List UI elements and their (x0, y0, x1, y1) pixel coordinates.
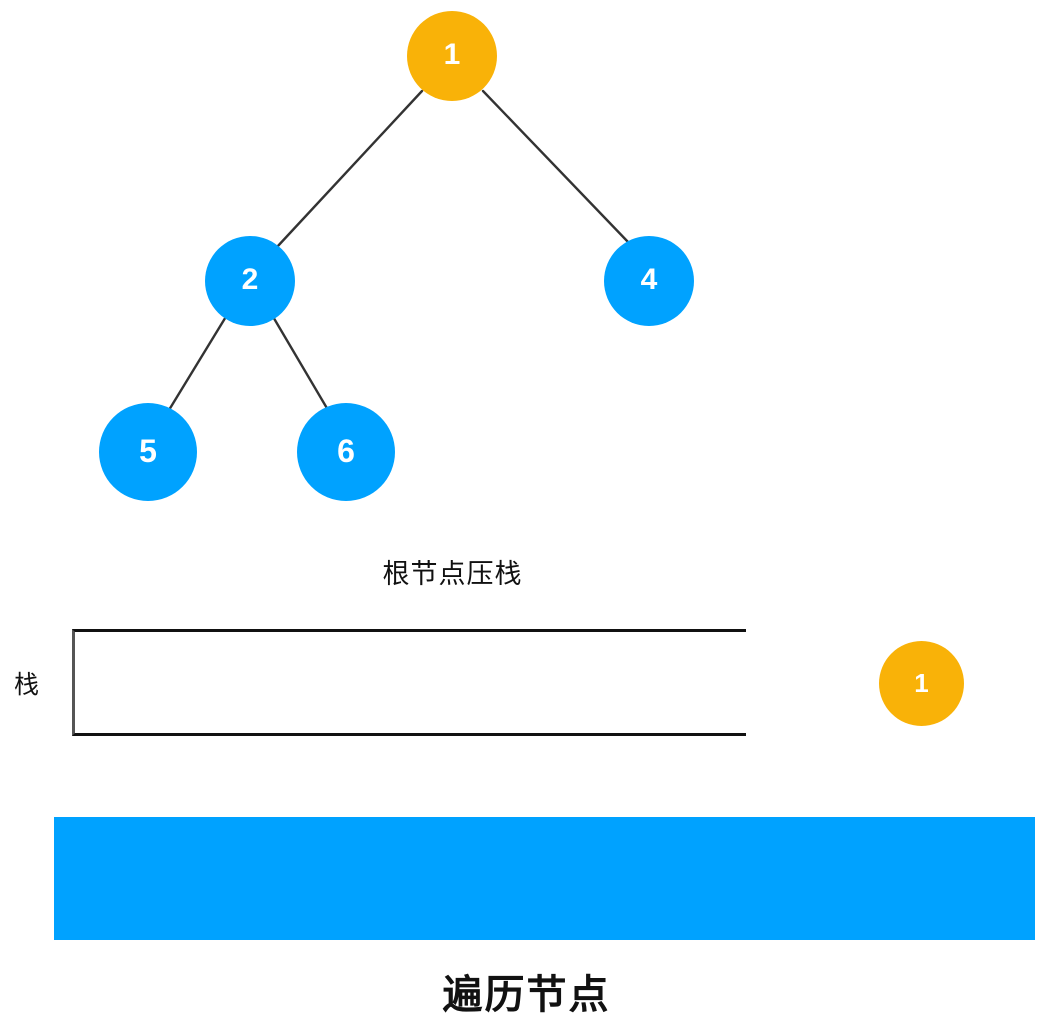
edge-2-to-6 (270, 313, 330, 412)
tree-node-5-label: 5 (139, 433, 157, 469)
tree-node-1[interactable]: 1 (407, 11, 497, 101)
pending-node-1[interactable]: 1 (879, 641, 964, 726)
tree-node-4[interactable]: 4 (604, 236, 694, 326)
edge-1-to-4 (481, 89, 631, 245)
edge-1-to-2 (275, 89, 424, 249)
bottom-caption: 遍历节点 (442, 973, 611, 1017)
tree-node-2-label: 2 (241, 263, 259, 296)
tree-node-1-label: 1 (443, 38, 461, 71)
stack-container[interactable] (72, 629, 746, 736)
tree-node-6[interactable]: 6 (297, 403, 395, 501)
traverse-band (54, 817, 1035, 940)
tree-node-5[interactable]: 5 (99, 403, 197, 501)
edge-2-to-5 (167, 313, 229, 412)
tree-node-2[interactable]: 2 (205, 236, 295, 326)
tree-node-6-label: 6 (337, 433, 355, 469)
push-caption: 根节点压栈 (382, 559, 523, 589)
tree-node-4-label: 4 (640, 263, 658, 296)
pending-node-label: 1 (914, 668, 929, 698)
stack-label: 栈 (14, 671, 40, 699)
